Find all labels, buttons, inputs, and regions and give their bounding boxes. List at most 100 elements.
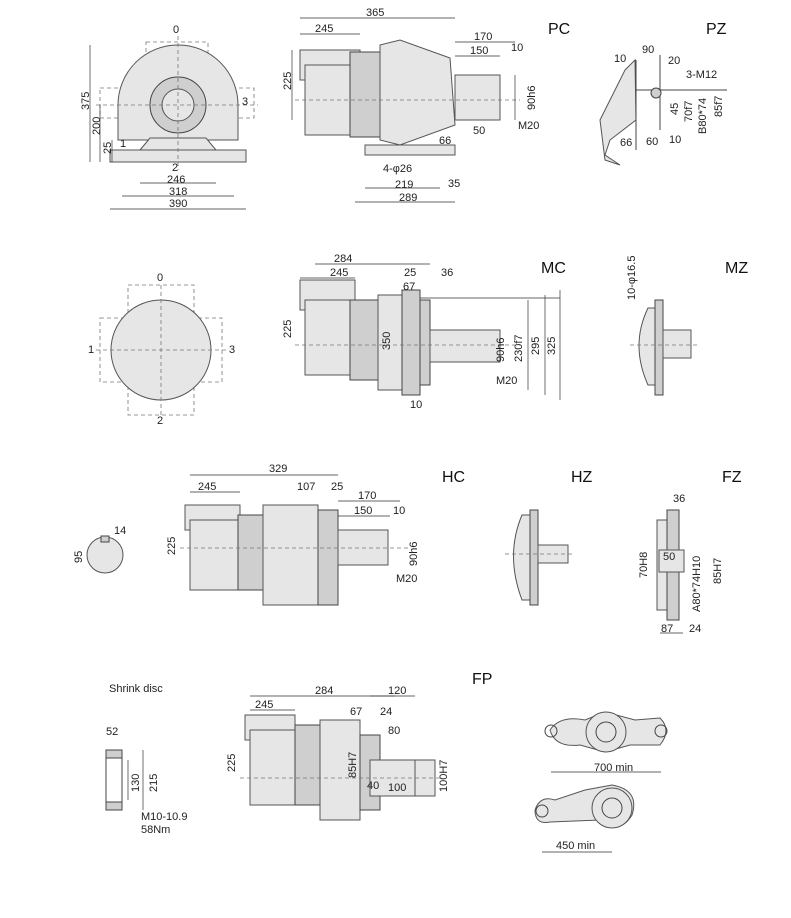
- pc-front-view: 0 1 2 3 375 200 25 246 318 390: [80, 24, 258, 210]
- pc-position-2: 2: [172, 162, 178, 174]
- pc-dim-245: 245: [315, 23, 333, 35]
- fp-dim-100: 100: [388, 782, 406, 794]
- fz-dim-87: 87: [661, 623, 673, 635]
- fz-dim-36: 36: [673, 493, 685, 505]
- fp-dim-67: 67: [350, 706, 362, 718]
- shrink-bolt-spec: M10-10.9: [141, 811, 187, 823]
- pc-dim-200: 200: [91, 117, 103, 135]
- pz-dim-70f7: 70f7: [683, 101, 695, 122]
- hc-dim-170: 170: [358, 490, 376, 502]
- pc-dim-375: 375: [80, 92, 92, 110]
- fz-dim-85h7: 85H7: [712, 558, 724, 584]
- pz-dim-66: 66: [620, 137, 632, 149]
- hc-dim-10: 10: [393, 505, 405, 517]
- mc-dim-10: 10: [410, 399, 422, 411]
- torque-arm-700-min: 700 min: [594, 762, 633, 774]
- hc-dim-225: 225: [166, 537, 178, 555]
- key-dim-95: 95: [73, 551, 85, 563]
- hc-dim-25: 25: [331, 481, 343, 493]
- pc-dim-25: 25: [102, 142, 114, 154]
- fz-dim-a80x74h10: A80*74H10: [691, 556, 703, 612]
- fz-dim-50: 50: [663, 551, 675, 563]
- title-hz: HZ: [571, 469, 593, 486]
- shrink-torque: 58Nm: [141, 824, 170, 836]
- pz-dim-85f7: 85f7: [713, 96, 725, 117]
- mc-dim-25: 25: [404, 267, 416, 279]
- pz-dim-10b: 10: [669, 134, 681, 146]
- pc-dim-390: 390: [169, 198, 187, 210]
- fz-dim-70h8: 70H8: [638, 552, 650, 578]
- shrink-dim-215: 215: [148, 774, 160, 792]
- pc-dim-225: 225: [282, 72, 294, 90]
- hc-dim-150: 150: [354, 505, 372, 517]
- pz-dim-10: 10: [614, 53, 626, 65]
- fp-dim-120: 120: [388, 685, 406, 697]
- mc-dim-36: 36: [441, 267, 453, 279]
- title-hc: HC: [442, 469, 465, 486]
- hc-dim-329: 329: [269, 463, 287, 475]
- mc-dim-284: 284: [334, 253, 352, 265]
- pc-dim-10: 10: [511, 42, 523, 54]
- pc-position-1: 1: [120, 138, 126, 150]
- fp-dim-85h7: 85H7: [347, 752, 359, 778]
- fp-dim-225: 225: [226, 754, 238, 772]
- mc-dim-325: 325: [546, 337, 558, 355]
- shrink-disc-detail: 52 130 215 M10-10.9 58Nm: [105, 726, 187, 836]
- pc-dim-90h6: 90h6: [526, 86, 538, 110]
- pc-dim-holes: 4-φ26: [383, 163, 412, 175]
- title-mz: MZ: [725, 260, 748, 277]
- pc-dim-66: 66: [439, 135, 451, 147]
- mc-position-3: 3: [229, 344, 235, 356]
- title-mc: MC: [541, 260, 566, 277]
- title-shrink-disc: Shrink disc: [109, 683, 163, 695]
- mc-dim-295: 295: [530, 337, 542, 355]
- pz-dim-b80x74: B80*74: [697, 98, 709, 134]
- fp-dim-40: 40: [367, 780, 379, 792]
- pc-dim-50: 50: [473, 125, 485, 137]
- shrink-dim-52: 52: [106, 726, 118, 738]
- pc-position-3: 3: [242, 96, 248, 108]
- hc-dim-245: 245: [198, 481, 216, 493]
- pc-dim-150: 150: [470, 45, 488, 57]
- hc-dim-107: 107: [297, 481, 315, 493]
- pz-dim-3-m12: 3-M12: [686, 69, 717, 81]
- fp-side-view: 284 245 120 67 24 80 225 85H7 40 100 100…: [226, 685, 450, 821]
- title-pc: PC: [548, 21, 570, 38]
- pc-dim-318: 318: [169, 186, 187, 198]
- pz-dim-45: 45: [669, 103, 681, 115]
- hc-dim-m20: M20: [396, 573, 417, 585]
- pc-dim-m20: M20: [518, 120, 539, 132]
- mc-front-view: 0 1 2 3: [88, 272, 235, 427]
- mc-dim-67: 67: [403, 281, 415, 293]
- mc-position-2: 2: [157, 415, 163, 427]
- pc-dim-246: 246: [167, 174, 185, 186]
- mz-flange-detail: 10-φ16.5: [626, 256, 700, 396]
- pc-dim-365: 365: [366, 7, 384, 19]
- pc-position-0: 0: [173, 24, 179, 36]
- hc-dim-90h6: 90h6: [408, 542, 420, 566]
- mc-side-view: 284 245 25 36 67 225 350 230f7 295 325 9…: [282, 253, 561, 411]
- fp-dim-100h7: 100H7: [438, 760, 450, 792]
- shaft-key-section: 14 95: [73, 525, 126, 574]
- hz-flange-detail: [505, 509, 575, 606]
- pz-dim-20: 20: [668, 55, 680, 67]
- pc-dim-289: 289: [399, 192, 417, 204]
- pz-dim-60: 60: [646, 136, 658, 148]
- shrink-dim-130: 130: [130, 774, 142, 792]
- torque-arm-drawings: 700 min 450 min: [534, 711, 668, 853]
- pc-dim-219: 219: [395, 179, 413, 191]
- pc-dim-35: 35: [448, 178, 460, 190]
- fp-dim-245: 245: [255, 699, 273, 711]
- title-pz: PZ: [706, 21, 727, 38]
- fp-dim-24: 24: [380, 706, 392, 718]
- key-dim-14: 14: [114, 525, 126, 537]
- pz-dim-90: 90: [642, 44, 654, 56]
- fz-dim-24: 24: [689, 623, 701, 635]
- fp-dim-284: 284: [315, 685, 333, 697]
- fp-dim-80: 80: [388, 725, 400, 737]
- torque-arm-450-min: 450 min: [556, 840, 595, 852]
- fz-flange-detail: 36 50 70H8 A80*74H10 85H7 87 24: [638, 493, 724, 635]
- title-fp: FP: [472, 671, 492, 688]
- mz-dim-holes: 10-φ16.5: [626, 256, 638, 300]
